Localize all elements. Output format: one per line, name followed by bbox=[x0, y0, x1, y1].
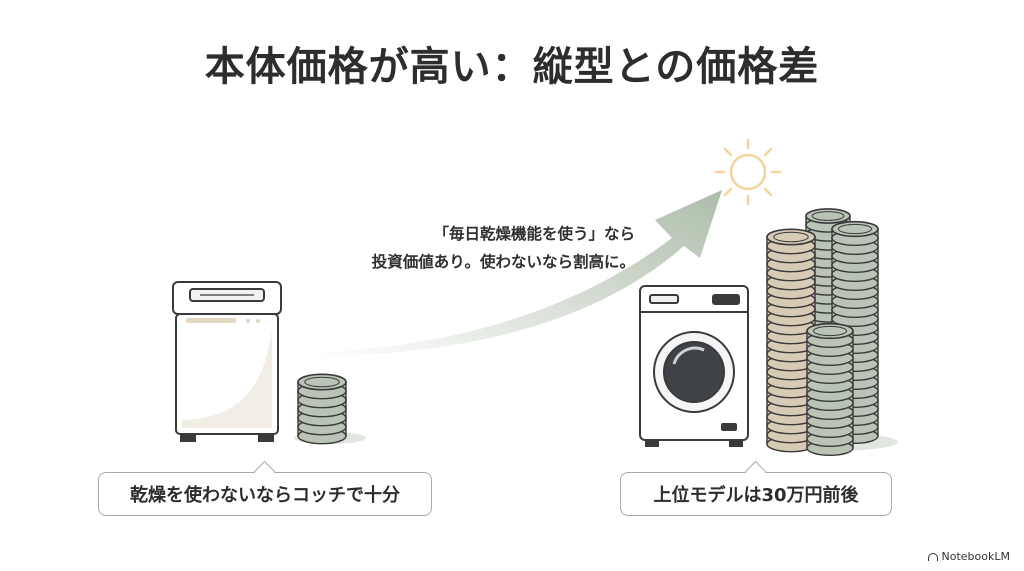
usage-note: 「毎日乾燥機能を使う」なら 投資価値あり。使わないなら割高に。 bbox=[335, 220, 635, 276]
usage-note-line-1: 「毎日乾燥機能を使う」なら bbox=[433, 225, 635, 243]
brand-name: NotebookLM bbox=[941, 550, 1010, 563]
caption-top-load: 乾燥を使わないならコッチで十分 bbox=[98, 472, 432, 516]
drum-washer-icon bbox=[639, 285, 749, 447]
notebooklm-logo-icon bbox=[927, 552, 938, 561]
usage-note-line-2: 投資価値あり。使わないなら割高に。 bbox=[371, 253, 635, 271]
brand-logo: NotebookLM bbox=[927, 550, 1010, 563]
sun-icon bbox=[714, 138, 782, 206]
top-load-washer-icon bbox=[172, 281, 282, 442]
coin-stack-small-icon bbox=[297, 373, 347, 445]
growth-arrow-icon bbox=[312, 190, 722, 356]
coin-stack-large-icon bbox=[766, 208, 879, 457]
caption-drum-text: 上位モデルは30万円前後 bbox=[653, 485, 859, 506]
caption-top-load-text: 乾燥を使わないならコッチで十分 bbox=[130, 485, 400, 506]
caption-drum: 上位モデルは30万円前後 bbox=[620, 472, 892, 516]
page-title: 本体価格が高い：縦型との価格差 bbox=[204, 44, 820, 90]
